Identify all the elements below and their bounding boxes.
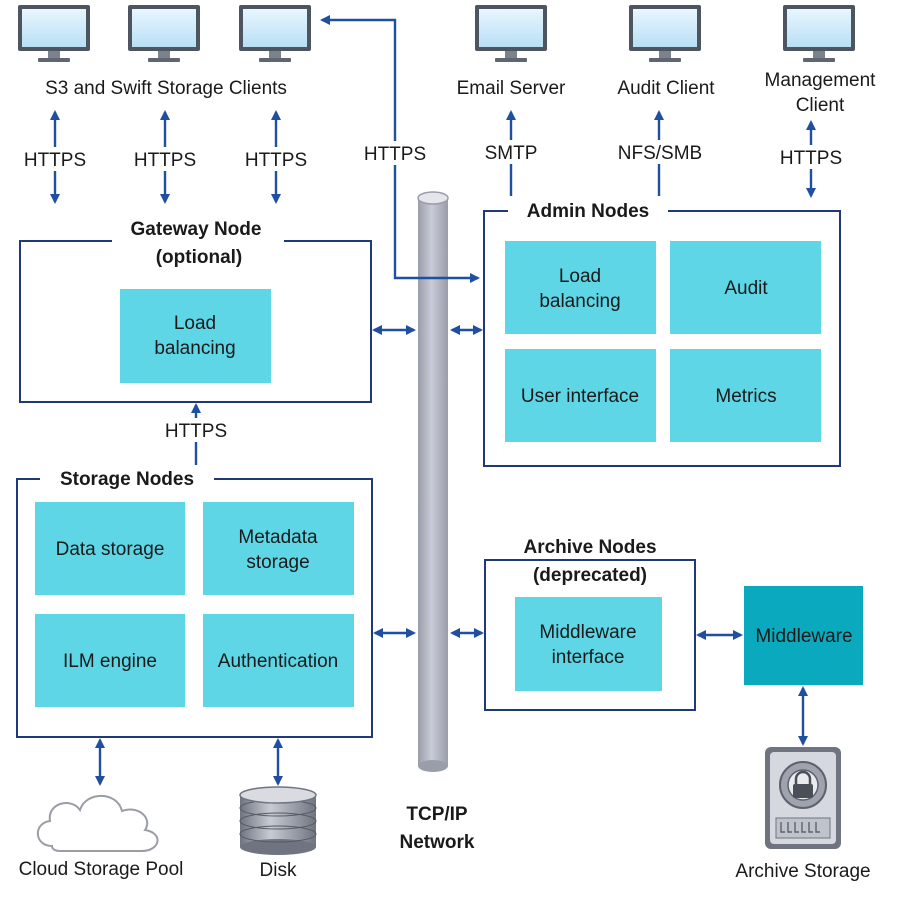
storage-metadata-label-2: storage — [246, 552, 309, 573]
storage-auth-tile — [203, 614, 354, 707]
nfs-smb-label: NFS/SMB — [618, 143, 702, 164]
middleware-label: Middleware — [755, 626, 852, 647]
s3-swift-clients-label: S3 and Swift Storage Clients — [45, 78, 287, 99]
admin-metrics-tile — [670, 349, 821, 442]
archive-lock-icon — [765, 747, 841, 849]
archive-middleware-interface-label: Middleware — [539, 622, 636, 643]
admin-user-interface-label: User interface — [521, 386, 639, 407]
https-label-gateway-storage: HTTPS — [165, 421, 227, 442]
computer-monitor-icon — [18, 5, 90, 62]
middleware-tile — [744, 586, 863, 685]
email-server-label: Email Server — [457, 78, 566, 99]
gateway-node-title: Gateway Node — [131, 219, 262, 240]
archive-nodes-title: Archive Nodes — [523, 537, 656, 558]
audit-client-label: Audit Client — [617, 78, 715, 99]
cloud-icon — [36, 795, 159, 852]
archive-middleware-interface-label-2: interface — [552, 647, 625, 668]
https-label-3: HTTPS — [245, 150, 307, 171]
management-client-label-2: Client — [796, 95, 845, 116]
gateway-load-balancing-label-2: balancing — [154, 338, 235, 359]
cloud-storage-pool-label: Cloud Storage Pool — [19, 859, 184, 880]
https-label-mgmt: HTTPS — [780, 148, 842, 169]
computer-monitor-icon — [783, 5, 855, 62]
archive-middleware-interface-tile — [515, 597, 662, 691]
https-label-admin: HTTPS — [364, 144, 426, 165]
storage-data-tile — [35, 502, 185, 595]
admin-load-balancing-label: Load — [559, 266, 601, 287]
https-label-2: HTTPS — [134, 150, 196, 171]
archive-nodes-subtitle: (deprecated) — [533, 565, 647, 586]
storage-nodes-title: Storage Nodes — [60, 469, 194, 490]
computer-monitor-icon — [239, 5, 311, 62]
management-client-label: Management — [765, 70, 877, 91]
storage-data-label: Data storage — [56, 539, 165, 560]
storage-auth-label: Authentication — [218, 651, 338, 672]
computer-monitor-icon — [475, 5, 547, 62]
admin-nodes-title: Admin Nodes — [527, 201, 649, 222]
disk-stack-icon — [239, 786, 317, 855]
network-label-2: Network — [400, 832, 475, 853]
archive-storage-label: Archive Storage — [735, 861, 870, 882]
admin-audit-tile — [670, 241, 821, 334]
storage-ilm-label: ILM engine — [63, 651, 157, 672]
storage-metadata-tile — [203, 502, 354, 595]
https-label-1: HTTPS — [24, 150, 86, 171]
admin-metrics-label: Metrics — [715, 386, 776, 407]
network-label: TCP/IP — [406, 804, 468, 825]
disk-label: Disk — [260, 860, 297, 881]
computer-monitor-icon — [629, 5, 701, 62]
computer-monitor-icon — [128, 5, 200, 62]
storage-ilm-tile — [35, 614, 185, 707]
gateway-node-subtitle: (optional) — [156, 247, 243, 268]
smtp-label: SMTP — [485, 143, 538, 164]
admin-audit-label: Audit — [724, 278, 768, 299]
gateway-load-balancing-label: Load — [174, 313, 216, 334]
admin-user-interface-tile — [505, 349, 656, 442]
storage-metadata-label: Metadata — [238, 527, 318, 548]
admin-load-balancing-label-2: balancing — [539, 291, 620, 312]
admin-load-balancing-tile — [505, 241, 656, 334]
gateway-load-balancing-tile — [120, 289, 271, 383]
